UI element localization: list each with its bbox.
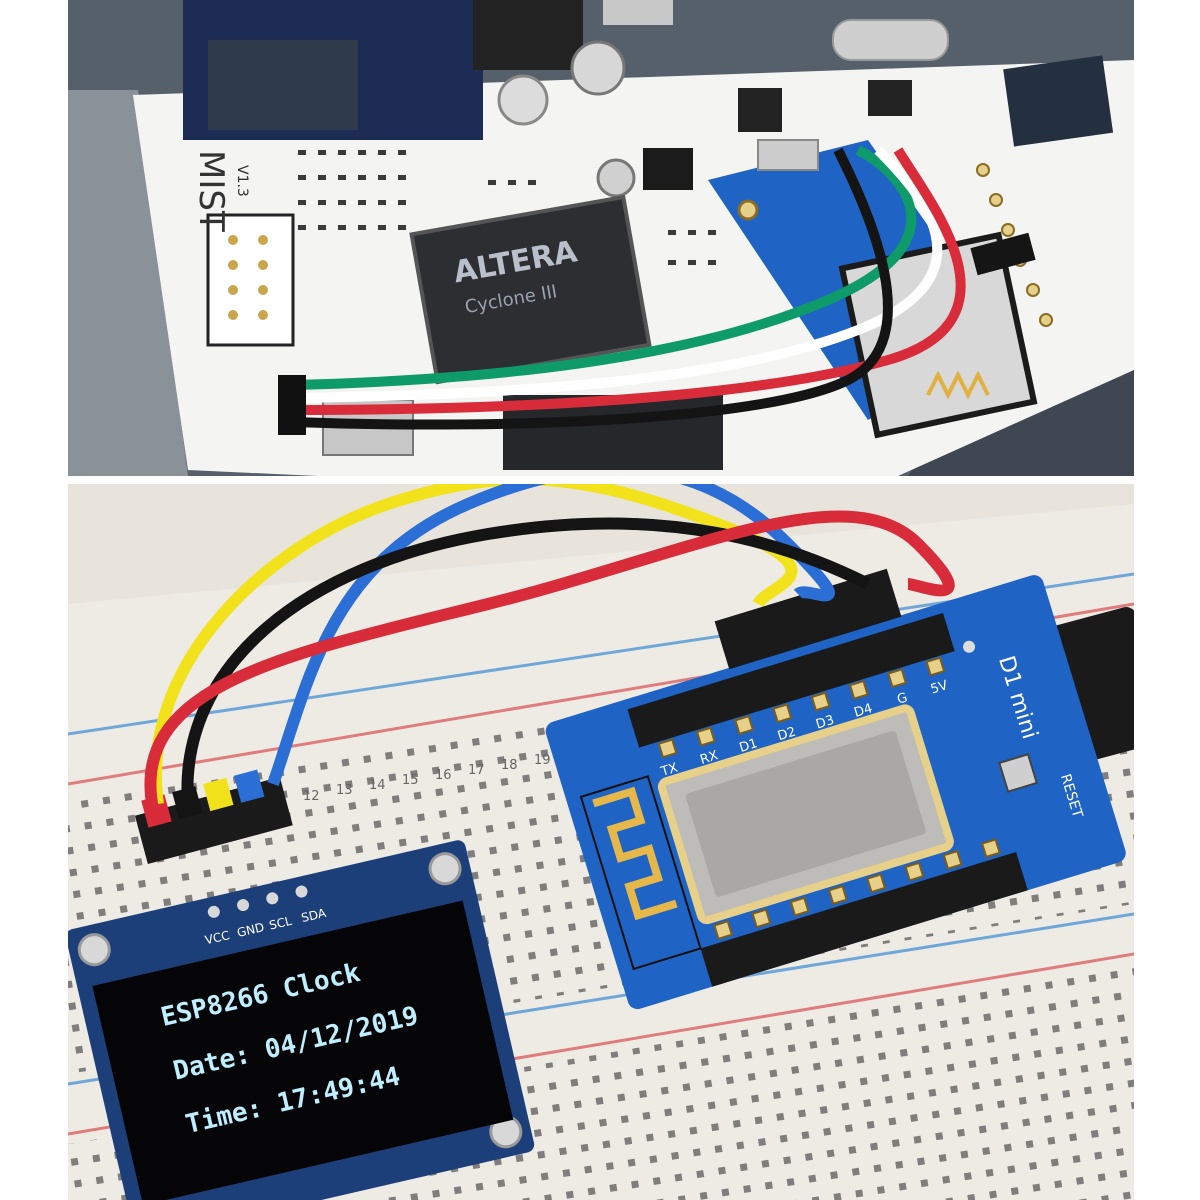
bottom-photo: 12 13 14 15 16 17 18 19 20 [68,484,1134,1200]
fpga-chip: ALTERA Cyclone III [409,194,652,385]
d1-mini-board: TX RX D1 D2 D3 D4 G 5V D1 mini RESET [545,575,1126,1010]
board-brand-label: MIST [191,150,231,232]
bb-number: 19 [534,753,551,768]
oled-pin-label: SDA [300,906,328,925]
bb-number: 16 [435,768,452,783]
board-version-label: V1.3 [234,165,250,197]
bb-number: 13 [336,783,353,798]
wire-white [292,146,943,403]
oled-pin-label: VCC [203,928,230,947]
wire-yellow [150,484,798,805]
d1-pin-label: G [895,690,909,707]
d1-pin-label: 5V [929,678,950,697]
oled-module: VCC GND SCL SDA ESP8266 Clock Date: 04/1… [68,840,535,1200]
bb-number: 14 [369,778,386,793]
oled-screen [92,900,514,1200]
wire-black [292,147,893,430]
antenna-trace [592,786,678,921]
reset-button [998,752,1039,793]
top-photo-scene: MIST V1.3 ALTERA Cyclone III [68,0,1134,476]
oled-pin-label: GND [236,920,266,940]
bb-number: 15 [402,773,419,788]
bb-number: 12 [303,789,320,804]
bb-number: 17 [468,763,485,778]
wire-red [144,510,955,811]
wire-red [292,147,966,415]
bb-number: 18 [501,758,518,773]
bottom-photo-scene: 12 13 14 15 16 17 18 19 20 [68,484,1134,1200]
top-photo: MIST V1.3 ALTERA Cyclone III [68,0,1134,476]
wire-green [292,145,917,390]
oled-pin-label: SCL [268,914,294,933]
